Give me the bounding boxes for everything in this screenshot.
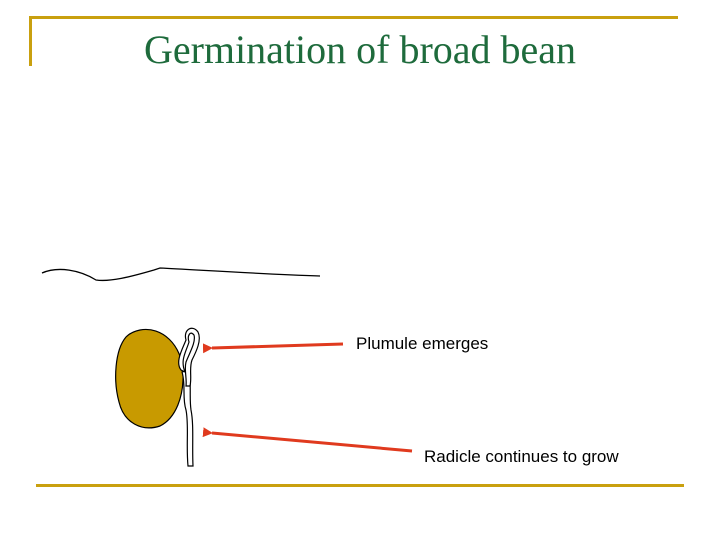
soil-surface-line [41, 267, 321, 282]
plumule-arrow [202, 342, 344, 354]
slide-title: Germination of broad bean [143, 27, 577, 72]
left-border-line [29, 16, 32, 66]
radicle-root [181, 369, 194, 467]
radicle-label: Radicle continues to grow [424, 447, 619, 466]
radicle-arrow [202, 427, 413, 453]
bottom-border-line [36, 484, 684, 487]
plumule-label: Plumule emerges [356, 334, 489, 353]
top-border-line [30, 16, 678, 19]
bean-seed [115, 328, 184, 429]
plumule-shoot [178, 327, 200, 387]
